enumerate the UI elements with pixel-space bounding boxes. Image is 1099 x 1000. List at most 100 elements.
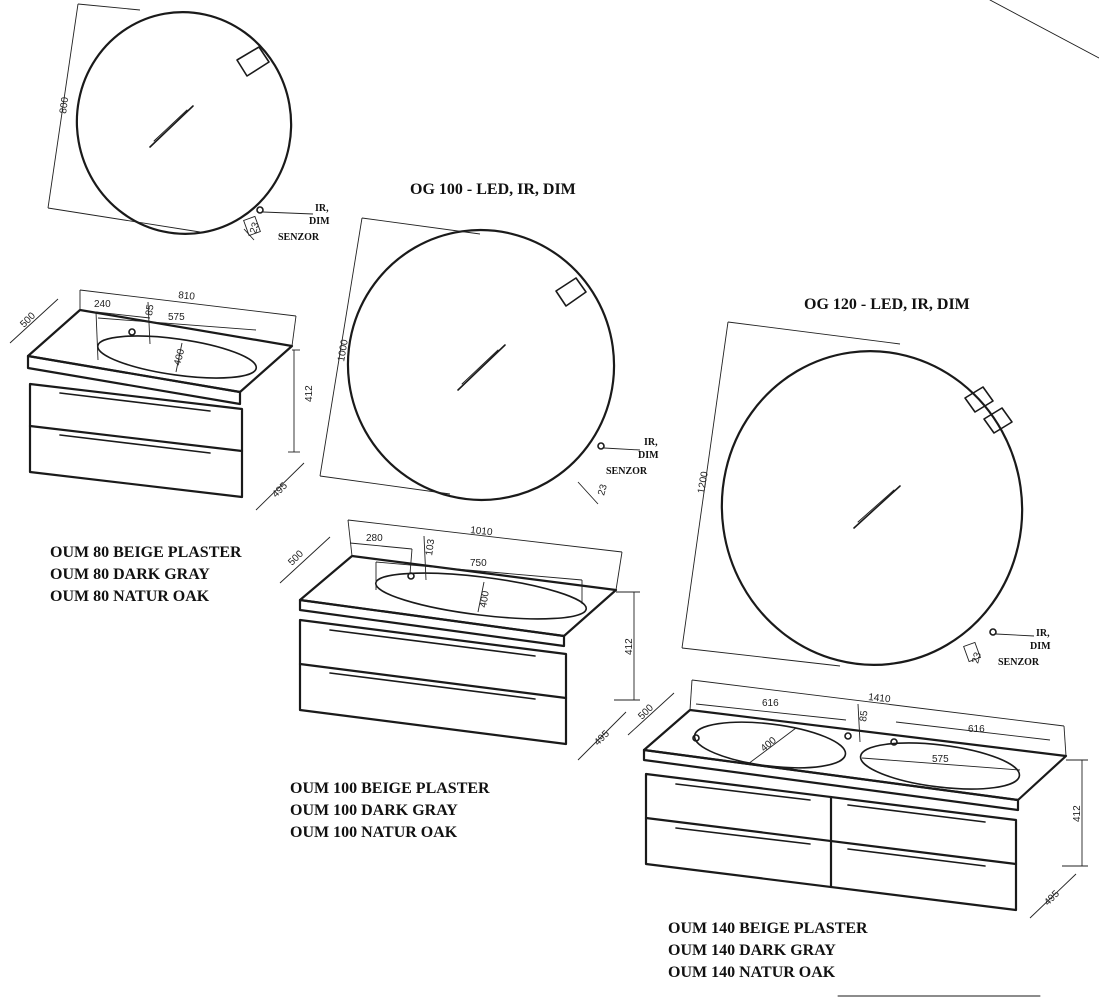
sensor-dim-line [577, 481, 599, 505]
tap-dim [857, 703, 861, 743]
mirror-reflection [153, 109, 188, 142]
cabinet-front [644, 772, 1018, 912]
sensor-arrow [262, 211, 314, 215]
drawer-handle [59, 434, 211, 454]
tap-label: 85 [144, 303, 157, 316]
countertop-front [26, 354, 242, 406]
tap-label: 85 [858, 709, 871, 722]
basin-width-label: 750 [470, 558, 487, 569]
mirror-outline [75, 11, 293, 235]
offset-right-label: 616 [968, 724, 985, 735]
height-label: 412 [304, 385, 315, 402]
height-dim-line [681, 321, 729, 649]
cabinet-label-1: OUM 80 BEIGE PLASTER [50, 544, 242, 561]
width-dim-ext [347, 519, 353, 557]
width-dim-ext [1063, 725, 1067, 757]
drawer-split [298, 662, 568, 700]
mirror-outline [720, 350, 1024, 666]
tap-label: 103 [424, 538, 437, 556]
height-dim-line [47, 3, 79, 209]
mirror-reflection [149, 105, 194, 148]
drawer-handle [847, 804, 986, 823]
depth-label: 495 [270, 480, 290, 500]
sensor-label-1: IR, [1036, 628, 1050, 639]
depth-top-dim [627, 692, 675, 736]
sensor-label-2: DIM [638, 450, 659, 461]
basin-depth-label: 400 [172, 347, 187, 366]
cabinet-oum140: 1410 500 616 616 85 575 400 412 495 OUM … [627, 679, 1088, 981]
height-dim-ext [727, 321, 901, 345]
sensor-label-1: IR, [315, 203, 329, 214]
sensor-label-2: DIM [1030, 641, 1051, 652]
sensor-dim-box [243, 215, 261, 237]
depth-dim [1029, 873, 1077, 919]
basin-width-label: 575 [168, 312, 185, 323]
countertop-front [642, 748, 1020, 812]
depth-top-label: 500 [636, 702, 656, 722]
depth-label: 495 [1042, 888, 1062, 908]
drawer-handle [675, 783, 811, 801]
height-dim-ext [319, 475, 451, 495]
sensor-label-1: IR, [644, 437, 658, 448]
tap-hole [407, 572, 415, 580]
depth-dim [255, 462, 305, 511]
basin-depth-label: 400 [759, 735, 779, 754]
offset-left-label: 616 [762, 698, 779, 709]
depth-top-dim [9, 298, 59, 344]
offset-dim-ext [95, 311, 99, 361]
mirror-reflection [853, 485, 901, 529]
offset-dim [95, 311, 151, 319]
depth-label: 495 [592, 728, 612, 748]
cabinet-label-3: OUM 100 NATUR OAK [290, 824, 458, 841]
cabinet-label-3: OUM 80 NATUR OAK [50, 588, 210, 605]
tap-dim [147, 301, 151, 345]
corner-line [989, 0, 1099, 59]
cabinet-oum100: 1010 500 280 103 750 400 412 495 OUM 100… [279, 519, 640, 841]
sensor-point [597, 442, 605, 450]
drawer-handle [329, 672, 536, 700]
basin-depth-dim [175, 342, 183, 373]
height-dim-ext [47, 207, 201, 233]
mirror-og80: 800 23 IR, DIM SENZOR [47, 3, 330, 243]
tap-hole [128, 328, 136, 336]
offset-dim [349, 542, 413, 550]
drawer-handle [847, 848, 986, 867]
led-box [983, 407, 1013, 434]
cabinet-label-1: OUM 140 BEIGE PLASTER [668, 920, 868, 937]
sensor-dim-label: 23 [970, 651, 984, 665]
cabinet-oum80: 810 500 240 85 575 400 412 495 OUM 80 BE… [9, 289, 315, 605]
depth-top-label: 500 [18, 310, 38, 330]
mirror-og120: OG 120 - LED, IR, DIM 1200 23 IR, DIM SE… [681, 296, 1051, 668]
basin-depth-dim [477, 581, 485, 613]
width-dim [691, 679, 1065, 727]
width-label: 1410 [868, 692, 892, 705]
drawer-handle [675, 827, 811, 845]
basin-depth-dim [747, 727, 797, 765]
countertop-front [298, 598, 566, 648]
offset-dim-ext [409, 548, 413, 575]
depth-top-label: 500 [286, 548, 306, 568]
height-dim-line [319, 217, 363, 477]
width-dim-ext [291, 315, 297, 347]
height-dim-ext [681, 647, 841, 667]
offset-label: 240 [94, 299, 111, 310]
sensor-point [256, 206, 264, 214]
height-dim-label: 1000 [336, 338, 351, 362]
basin-right [859, 742, 1021, 790]
drawer-handle [329, 629, 536, 657]
sensor-label-3: SENZOR [606, 466, 648, 477]
width-label: 1010 [470, 525, 494, 538]
sensor-arrow [603, 447, 641, 451]
mirror-reflection [857, 489, 895, 523]
width-label: 810 [178, 290, 196, 303]
basin-width-dim [375, 561, 583, 581]
mirror-og100: OG 100 - LED, IR, DIM 1000 23 IR, DIM SE… [319, 181, 659, 505]
sensor-dim-label: 23 [248, 221, 262, 235]
basin-width-dim [97, 317, 257, 331]
offset-right-dim [895, 721, 1051, 741]
mirror-reflection [457, 344, 506, 391]
cabinet-front [28, 382, 244, 499]
mirror-title: OG 120 - LED, IR, DIM [804, 296, 970, 313]
height-dim-label: 1200 [696, 470, 711, 494]
